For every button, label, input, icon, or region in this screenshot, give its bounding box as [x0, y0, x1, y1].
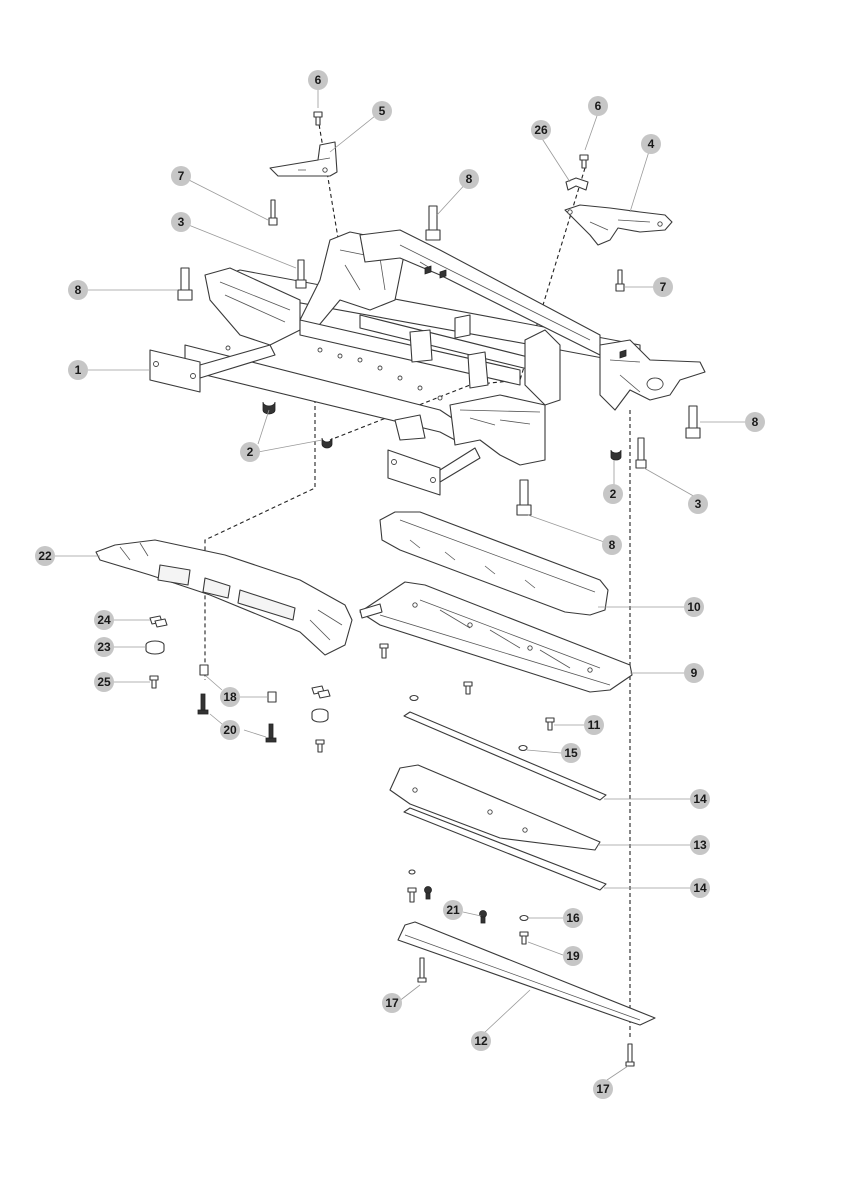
callout-label: 26	[534, 123, 548, 137]
callout-label: 15	[564, 746, 578, 760]
callout-label: 18	[223, 690, 237, 704]
shield-part-22	[95, 539, 353, 656]
callout-11: 11	[584, 715, 604, 735]
clip-part-26	[565, 177, 589, 191]
callout-13: 13	[690, 835, 710, 855]
callout-10: 10	[684, 597, 704, 617]
callout-label: 8	[466, 172, 473, 186]
callout-label: 14	[693, 792, 707, 806]
callout-5: 5	[372, 101, 392, 121]
callout-21: 21	[443, 900, 463, 920]
callout-label: 23	[97, 640, 111, 654]
callout-14a: 14	[690, 789, 710, 809]
callout-7a: 7	[171, 166, 191, 186]
callout-label: 3	[695, 497, 702, 511]
callout-8a: 8	[459, 169, 479, 189]
callout-6b: 6	[588, 96, 608, 116]
callout-label: 13	[693, 838, 707, 852]
fastener-group	[177, 111, 701, 516]
callout-17b: 17	[593, 1079, 613, 1099]
callout-22: 22	[35, 546, 55, 566]
callout-label: 7	[660, 280, 667, 294]
callout-label: 2	[610, 487, 617, 501]
callout-label: 24	[97, 613, 111, 627]
callout-15: 15	[561, 743, 581, 763]
callout-25: 25	[94, 672, 114, 692]
callout-label: 17	[596, 1082, 610, 1096]
callout-7b: 7	[653, 277, 673, 297]
callout-label: 7	[178, 169, 185, 183]
callout-8b: 8	[68, 280, 88, 300]
strip-part-14-upper	[403, 711, 607, 801]
callout-4: 4	[641, 134, 661, 154]
callout-label: 10	[687, 600, 701, 614]
callout-label: 4	[648, 137, 655, 151]
callout-9: 9	[684, 663, 704, 683]
skid-plate-part-10	[379, 511, 609, 616]
callout-label: 25	[97, 675, 111, 689]
callout-3a: 3	[171, 212, 191, 232]
callout-label: 14	[693, 881, 707, 895]
callout-label: 3	[178, 215, 185, 229]
callout-2a: 2	[240, 442, 260, 462]
shield-part-13	[389, 764, 601, 851]
callout-18: 18	[220, 687, 240, 707]
small-hardware	[145, 615, 635, 1067]
callout-label: 2	[247, 445, 254, 459]
callout-20: 20	[220, 720, 240, 740]
skid-plate-part-9	[359, 581, 633, 693]
bracket-part-5	[269, 141, 338, 177]
callout-12: 12	[471, 1031, 491, 1051]
callout-8d: 8	[602, 535, 622, 555]
callout-label: 5	[379, 104, 386, 118]
callout-26: 26	[531, 120, 551, 140]
callout-label: 17	[385, 996, 399, 1010]
callout-label: 9	[691, 666, 698, 680]
skid-part-12	[397, 921, 656, 1026]
callout-label: 8	[609, 538, 616, 552]
callout-2b: 2	[603, 484, 623, 504]
callout-8c: 8	[745, 412, 765, 432]
callout-label: 20	[223, 723, 237, 737]
callout-label: 12	[474, 1034, 488, 1048]
callout-label: 16	[566, 911, 580, 925]
bracket-part-4	[564, 204, 673, 246]
callout-17a: 17	[382, 993, 402, 1013]
callout-label: 6	[595, 99, 602, 113]
callout-label: 19	[566, 949, 580, 963]
callout-3b: 3	[688, 494, 708, 514]
callout-16: 16	[563, 908, 583, 928]
subframe-part-1	[149, 229, 706, 496]
callout-24: 24	[94, 610, 114, 630]
strip-part-14-lower	[403, 807, 607, 891]
callout-label: 8	[752, 415, 759, 429]
callout-label: 1	[75, 363, 82, 377]
callout-19: 19	[563, 946, 583, 966]
callout-14b: 14	[690, 878, 710, 898]
callout-label: 8	[75, 283, 82, 297]
callout-6a: 6	[308, 70, 328, 90]
callout-label: 22	[38, 549, 52, 563]
callout-label: 6	[315, 73, 322, 87]
callout-1: 1	[68, 360, 88, 380]
callout-label: 21	[446, 903, 460, 917]
callout-label: 11	[588, 718, 601, 732]
callout-23: 23	[94, 637, 114, 657]
